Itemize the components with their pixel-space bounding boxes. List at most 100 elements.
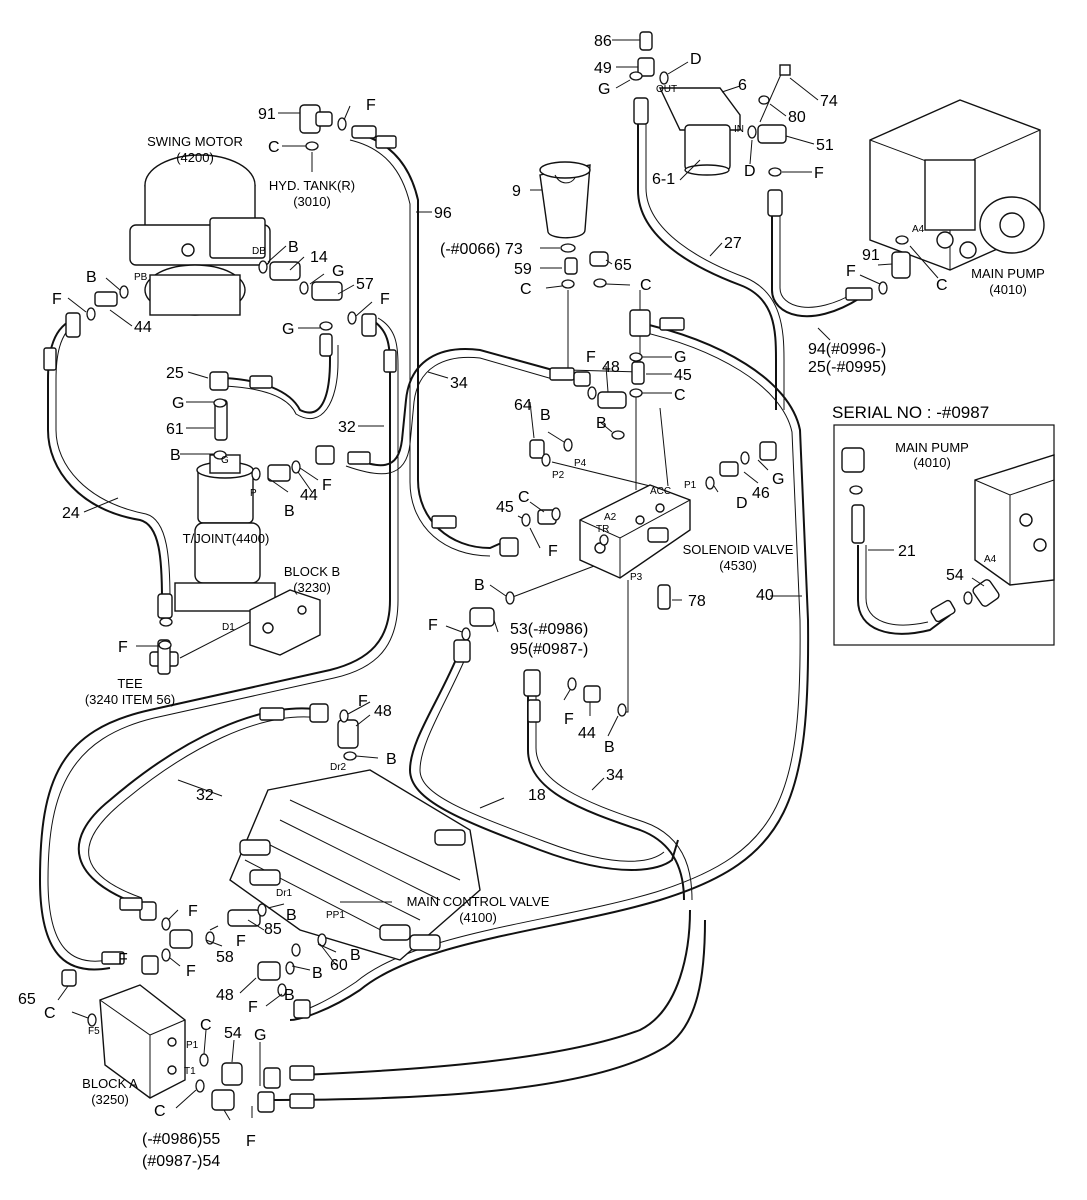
part-57: 57	[356, 276, 374, 293]
part-55: (-#0986)55	[142, 1131, 220, 1148]
hose-40-lower	[299, 909, 691, 1076]
part-78: 78	[688, 593, 706, 610]
hose-27	[637, 118, 777, 410]
part-48-mid: 48	[374, 703, 392, 720]
callout-f: F	[186, 963, 196, 980]
part-24: 24	[62, 505, 80, 522]
callout-b: B	[474, 577, 485, 594]
callout-f: F	[322, 477, 332, 494]
callout-f: F	[814, 165, 824, 182]
port-p3: P3	[630, 572, 643, 583]
callout-c: C	[200, 1017, 212, 1034]
part-95: 95(#0987-)	[510, 641, 588, 658]
part-48-low: 48	[216, 987, 234, 1004]
part-91-right: 91	[862, 247, 880, 264]
callout-b: B	[604, 739, 615, 756]
port-f5: F5	[88, 1026, 100, 1037]
fitting-91-top	[299, 104, 333, 134]
block-a-code: (3250)	[91, 1092, 129, 1107]
hose-25-upper-inner	[224, 345, 339, 420]
part-44-mid: 44	[578, 725, 596, 742]
callout-g: G	[332, 263, 344, 280]
callout-b: B	[386, 751, 397, 768]
part-51: 51	[816, 137, 834, 154]
block-b-drawing	[249, 589, 321, 656]
main-control-valve-code: (4100)	[459, 910, 497, 925]
port-t1: T1	[184, 1066, 196, 1077]
hose-ferrules	[43, 97, 873, 1113]
callout-b: B	[312, 965, 323, 982]
callout-b: B	[540, 407, 551, 424]
hose-24-inner	[55, 321, 171, 625]
part-91-top: 91	[258, 106, 276, 123]
hose-18-inner	[419, 651, 665, 862]
hose-25-upper	[224, 345, 331, 414]
port-acc: ACC	[650, 486, 671, 497]
hose-96-inner	[349, 139, 491, 557]
callout-b: B	[170, 447, 181, 464]
hose-32-upper-inner	[47, 317, 399, 962]
swing-motor-drawing	[129, 154, 271, 316]
pilot-line-p4	[551, 461, 651, 487]
part-86: 86	[594, 33, 612, 50]
callout-d: D	[744, 163, 756, 180]
port-dr1: Dr1	[276, 888, 293, 899]
callout-b: B	[350, 947, 361, 964]
port-d1: D1	[222, 622, 235, 633]
inset-pump-name: MAIN PUMP	[895, 440, 969, 455]
part-53: 53(-#0986)	[510, 621, 588, 638]
part-6-1: 6-1	[652, 171, 675, 188]
part-44-tjoint: 44	[300, 487, 318, 504]
part-9: 9	[512, 183, 521, 200]
port-db: DB	[252, 246, 266, 257]
callout-f: F	[428, 617, 438, 634]
hose-40	[289, 321, 810, 1021]
callout-c: C	[640, 277, 652, 294]
hose-18	[408, 649, 679, 871]
callout-f: F	[548, 543, 558, 560]
part-85: 85	[264, 921, 282, 938]
hose-94	[771, 200, 861, 318]
callout-f: F	[118, 639, 128, 656]
callout-g: G	[254, 1027, 266, 1044]
part-74: 74	[820, 93, 838, 110]
hose-34-upper-inner	[345, 356, 557, 475]
callout-d: D	[736, 495, 748, 512]
hose-40-inner	[293, 329, 801, 1013]
callout-b: B	[284, 987, 295, 1004]
callout-g: G	[598, 81, 610, 98]
pilot-line-block-b	[179, 621, 251, 659]
callout-c: C	[520, 281, 532, 298]
part-65-top: 65	[614, 257, 632, 274]
block-b-name: BLOCK B	[284, 564, 340, 579]
port-p1: P1	[684, 480, 697, 491]
part-61: 61	[166, 421, 184, 438]
part-34-upper: 34	[450, 375, 468, 392]
callout-b: B	[596, 415, 607, 432]
part-94: 94(#0996-)	[808, 341, 886, 358]
main-control-valve-name: MAIN CONTROL VALVE	[407, 894, 550, 909]
callout-c: C	[674, 387, 686, 404]
part-40: 40	[756, 587, 774, 604]
filter-9-drawing	[539, 161, 591, 239]
part-80: 80	[788, 109, 806, 126]
callout-letters: F C D G D F C C B B G F F G G B B F F G …	[44, 51, 948, 1150]
main-pump-drawing	[869, 99, 1045, 271]
hose-34-upper	[349, 348, 561, 467]
hose-32-lower-inner	[88, 716, 321, 899]
callout-f: F	[586, 349, 596, 366]
hyd-tank-code: (3010)	[293, 194, 331, 209]
callout-c: C	[154, 1103, 166, 1120]
callout-g: G	[282, 321, 294, 338]
swing-motor-code: (4200)	[176, 150, 214, 165]
solenoid-valve-drawing	[579, 484, 691, 579]
port-a2: A2	[604, 512, 617, 523]
callout-f: F	[188, 903, 198, 920]
port-p2: P2	[552, 470, 565, 481]
callout-c: C	[518, 489, 530, 506]
port-p4: P4	[574, 458, 587, 469]
callout-f: F	[380, 291, 390, 308]
part-14: 14	[310, 249, 328, 266]
part-60: 60	[330, 957, 348, 974]
